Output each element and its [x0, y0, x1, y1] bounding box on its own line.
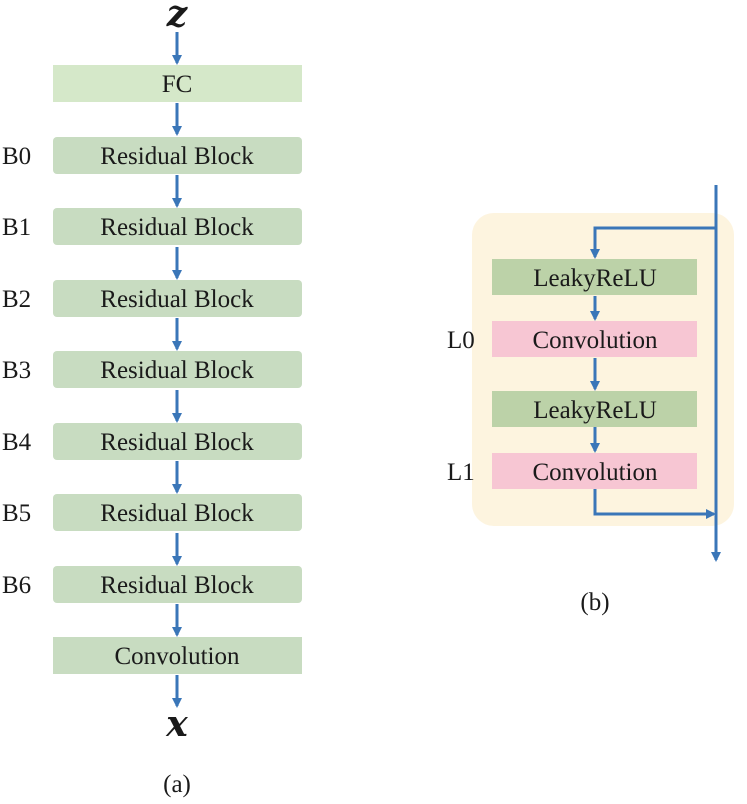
block-tag-b6: B6 [2, 572, 31, 599]
residual-block-b0-label: Residual Block [100, 143, 254, 170]
residual-block-b5-label: Residual Block [100, 500, 254, 527]
output-convolution-block: Convolution [53, 637, 302, 674]
residual-block-b2-label: Residual Block [100, 286, 254, 313]
convolution-layer-l1-label: Convolution [532, 459, 658, 486]
fc-block: FC [53, 65, 302, 102]
residual-block-b0: Residual Block B0 [2, 137, 302, 174]
block-tag-b4: B4 [2, 429, 32, 456]
panel-b-arrows [590, 185, 721, 562]
convolution-layer-l1-box [492, 453, 697, 489]
residual-block-b2: Residual Block B2 [2, 280, 302, 317]
residual-block-b0-box [53, 137, 302, 174]
output-convolution-label: Convolution [114, 643, 240, 670]
residual-block-b4: Residual Block B4 [2, 423, 302, 460]
residual-block-b6-label: Residual Block [100, 572, 254, 599]
leakyrelu-layer-1-box [492, 391, 697, 427]
residual-block-b3-box [53, 351, 302, 388]
residual-block-b1-box [53, 208, 302, 245]
residual-block-b6-box [53, 566, 302, 603]
fc-block-box [53, 65, 302, 102]
residual-block-b4-box [53, 423, 302, 460]
fc-block-label: FC [162, 71, 193, 98]
input-variable-z: z [166, 0, 189, 35]
residual-block-b5: Residual Block B5 [2, 494, 302, 531]
panel-a: z FC Residual Block B0 Residual Block B1 [2, 0, 302, 798]
residual-block-b1: Residual Block B1 [2, 208, 302, 245]
block-tag-b1: B1 [2, 214, 31, 241]
residual-block-b3: Residual Block B3 [2, 351, 302, 388]
convolution-layer-l0: Convolution L0 [447, 321, 697, 357]
residual-block-b2-box [53, 280, 302, 317]
leakyrelu-layer-1-label: LeakyReLU [533, 397, 657, 424]
convolution-layer-l0-box [492, 321, 697, 357]
caption-b: (b) [580, 589, 609, 616]
residual-block-b4-label: Residual Block [100, 429, 254, 456]
branch-arrow-to-leakyrelu-0 [590, 226, 716, 259]
leakyrelu-layer-0-label: LeakyReLU [533, 265, 657, 292]
leakyrelu-layer-1: LeakyReLU [492, 391, 697, 427]
block-tag-b0: B0 [2, 143, 31, 170]
output-variable-x: x [165, 703, 188, 745]
residual-block-b1-label: Residual Block [100, 214, 254, 241]
residual-block-b6: Residual Block B6 [2, 566, 302, 603]
panel-b: LeakyReLU Convolution L0 LeakyReLU Convo… [447, 185, 734, 616]
merge-arrow-to-skip [593, 489, 716, 519]
leakyrelu-layer-0-box [492, 259, 697, 295]
caption-a: (a) [163, 771, 191, 798]
residual-block-b3-label: Residual Block [100, 357, 254, 384]
residual-block-b5-box [53, 494, 302, 531]
output-convolution-box [53, 637, 302, 674]
layer-tag-l0: L0 [447, 327, 475, 354]
block-tag-b5: B5 [2, 500, 31, 527]
block-tag-b3: B3 [2, 357, 31, 384]
block-tag-b2: B2 [2, 286, 31, 313]
leakyrelu-layer-0: LeakyReLU [492, 259, 697, 295]
convolution-layer-l0-label: Convolution [532, 327, 658, 354]
layer-tag-l1: L1 [447, 459, 475, 486]
convolution-layer-l1: Convolution L1 [447, 453, 697, 489]
